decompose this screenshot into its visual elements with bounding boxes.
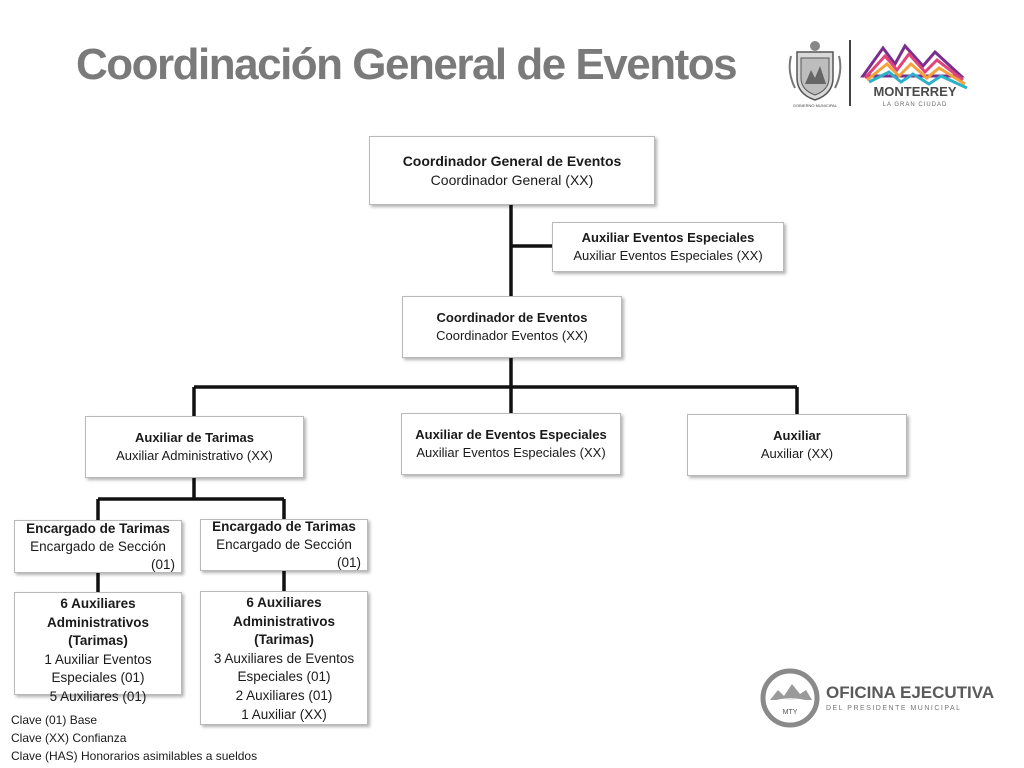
staff-line: Especiales (01) <box>237 669 331 685</box>
node-subtitle: Auxiliar Eventos Especiales (XX) <box>573 248 763 263</box>
node-title: Auxiliar Eventos Especiales <box>581 230 755 245</box>
node-subtitle: Coordinador Eventos (XX) <box>436 328 588 343</box>
legend-note: Clave (HAS) Honorarios asimilables a sue… <box>11 749 258 763</box>
node-title: Auxiliar de Tarimas <box>135 430 254 445</box>
node-encargado-tarimas-1: Encargado de Tarimas Encargado de Secció… <box>14 520 182 573</box>
node-subtitle: Auxiliar Eventos Especiales (XX) <box>416 445 606 460</box>
seal-caption: GOBIERNO MUNICIPAL <box>793 103 838 108</box>
node-auxiliar-tarimas: Auxiliar de Tarimas Auxiliar Administrat… <box>85 416 304 478</box>
staff-title-line: 6 Auxiliares <box>246 595 322 610</box>
staff-line: 1 Auxiliar (XX) <box>241 706 327 722</box>
page-title: Coordinación General de Eventos <box>76 40 738 89</box>
city-tagline: LA GRAN CIUDAD <box>883 102 948 108</box>
node-subtitle: Auxiliar Administrativo (XX) <box>116 448 273 463</box>
node-auxiliar-eventos-especiales-staff: Auxiliar Eventos Especiales Auxiliar Eve… <box>552 222 784 272</box>
staff-title-line: (Tarimas) <box>68 633 128 648</box>
staff-title-line: Administrativos <box>46 614 150 630</box>
monterrey-mountains-icon <box>860 43 968 90</box>
mty-badge-icon <box>760 668 820 728</box>
staff-line: 5 Auxiliares (01) <box>49 688 147 704</box>
staff-line: Especiales (01) <box>51 670 145 685</box>
monterrey-logo: GOBIERNO MUNICIPAL MONTERREY LA GRAN CIU… <box>785 36 985 110</box>
staff-title-line: 6 Auxiliares <box>60 596 136 611</box>
city-name: MONTERREY <box>873 84 956 99</box>
node-subtitle: Encargado de Sección <box>216 537 352 552</box>
node-title: Auxiliar <box>773 428 821 443</box>
node-code: (01) <box>336 555 361 570</box>
node-auxiliar-eventos-especiales: Auxiliar de Eventos Especiales Auxiliar … <box>401 413 621 475</box>
node-title: Encargado de Tarimas <box>212 519 356 534</box>
node-staff-tarimas-2: 6 Auxiliares Administrativos (Tarimas) 3… <box>200 591 368 725</box>
badge-text: MTY <box>783 709 798 716</box>
oficina-ejecutiva-logo: MTY OFICINA EJECUTIVA DEL PRESIDENTE MUN… <box>760 668 1010 728</box>
staff-line: 1 Auxiliar Eventos <box>44 651 152 667</box>
node-encargado-tarimas-2: Encargado de Tarimas Encargado de Secció… <box>200 519 368 571</box>
staff-line: 3 Auxiliares de Eventos <box>213 650 355 666</box>
node-title: Coordinador General de Eventos <box>402 152 622 169</box>
legend-note: Clave (01) Base <box>11 713 98 727</box>
staff-line: 2 Auxiliares (01) <box>235 687 333 703</box>
legend-notes: Clave (01) Base Clave (XX) Confianza Cla… <box>11 711 257 765</box>
staff-title-line: (Tarimas) <box>254 632 314 648</box>
node-staff-tarimas-1: 6 Auxiliares Administrativos (Tarimas) 1… <box>14 592 182 704</box>
legend-note: Clave (XX) Confianza <box>11 731 127 745</box>
city-seal-icon <box>788 41 842 101</box>
office-subtitle: DEL PRESIDENTE MUNICIPAL <box>826 705 962 712</box>
staff-title-line: Administrativos <box>232 613 336 629</box>
node-title: Encargado de Tarimas <box>26 520 170 536</box>
node-title: Auxiliar de Eventos Especiales <box>415 427 607 442</box>
node-subtitle: Encargado de Sección <box>30 538 166 554</box>
node-coordinador-general: Coordinador General de Eventos Coordinad… <box>369 136 655 205</box>
node-code: (01) <box>150 556 175 572</box>
node-subtitle: Coordinador General (XX) <box>430 171 594 188</box>
node-auxiliar: Auxiliar Auxiliar (XX) <box>687 414 907 476</box>
node-coordinador-eventos: Coordinador de Eventos Coordinador Event… <box>402 296 622 358</box>
node-title: Coordinador de Eventos <box>436 310 588 325</box>
node-subtitle: Auxiliar (XX) <box>760 446 834 461</box>
office-name: OFICINA EJECUTIVA <box>826 683 994 702</box>
